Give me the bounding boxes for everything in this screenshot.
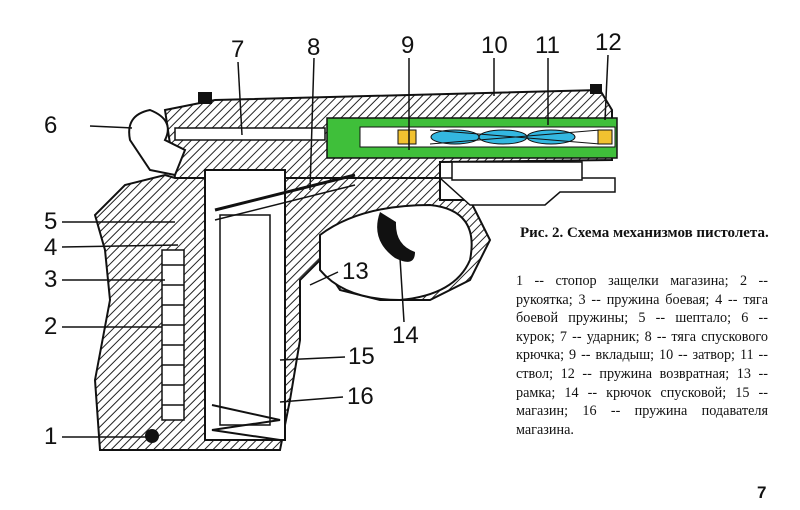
magazine-spring: [211, 404, 281, 441]
figure-caption-title: Рис. 2. Схема механизмов пистолета.: [520, 225, 769, 241]
front-sight: [590, 84, 602, 94]
callout-11: 11: [535, 32, 560, 59]
insert-highlight-front: [597, 129, 613, 145]
callout-14: 14: [392, 322, 419, 349]
trigger-bar: [214, 173, 356, 212]
hammer: [128, 108, 187, 177]
callout-12: 12: [595, 29, 622, 56]
callout-1: 1: [44, 423, 58, 450]
insert-highlight-rear: [397, 129, 417, 145]
callout-2: 2: [44, 313, 58, 340]
callout-15: 15: [348, 343, 375, 370]
magazine-catch: [145, 429, 159, 443]
callout-8: 8: [307, 34, 321, 61]
callout-3: 3: [44, 266, 58, 293]
callout-9: 9: [401, 32, 415, 59]
slide-window: [451, 161, 583, 181]
magazine-inner: [219, 214, 271, 426]
page-number: 7: [757, 483, 767, 502]
callout-16: 16: [347, 383, 374, 410]
striker: [174, 127, 326, 141]
frame-rail: [438, 177, 616, 206]
trigger: [377, 212, 415, 262]
callout-7: 7: [231, 36, 245, 63]
figure-legend: 1 -- стопор защелки магазина; 2 -- рукоя…: [516, 273, 768, 438]
callout-13: 13: [342, 258, 369, 285]
callout-10: 10: [481, 32, 508, 59]
callout-5: 5: [44, 208, 58, 235]
rear-sight: [198, 92, 212, 104]
mainspring: [161, 249, 185, 421]
callout-6: 6: [44, 112, 58, 139]
leader-lines: [61, 54, 609, 438]
recoil-spring: [429, 129, 601, 145]
callout-4: 4: [44, 234, 58, 261]
